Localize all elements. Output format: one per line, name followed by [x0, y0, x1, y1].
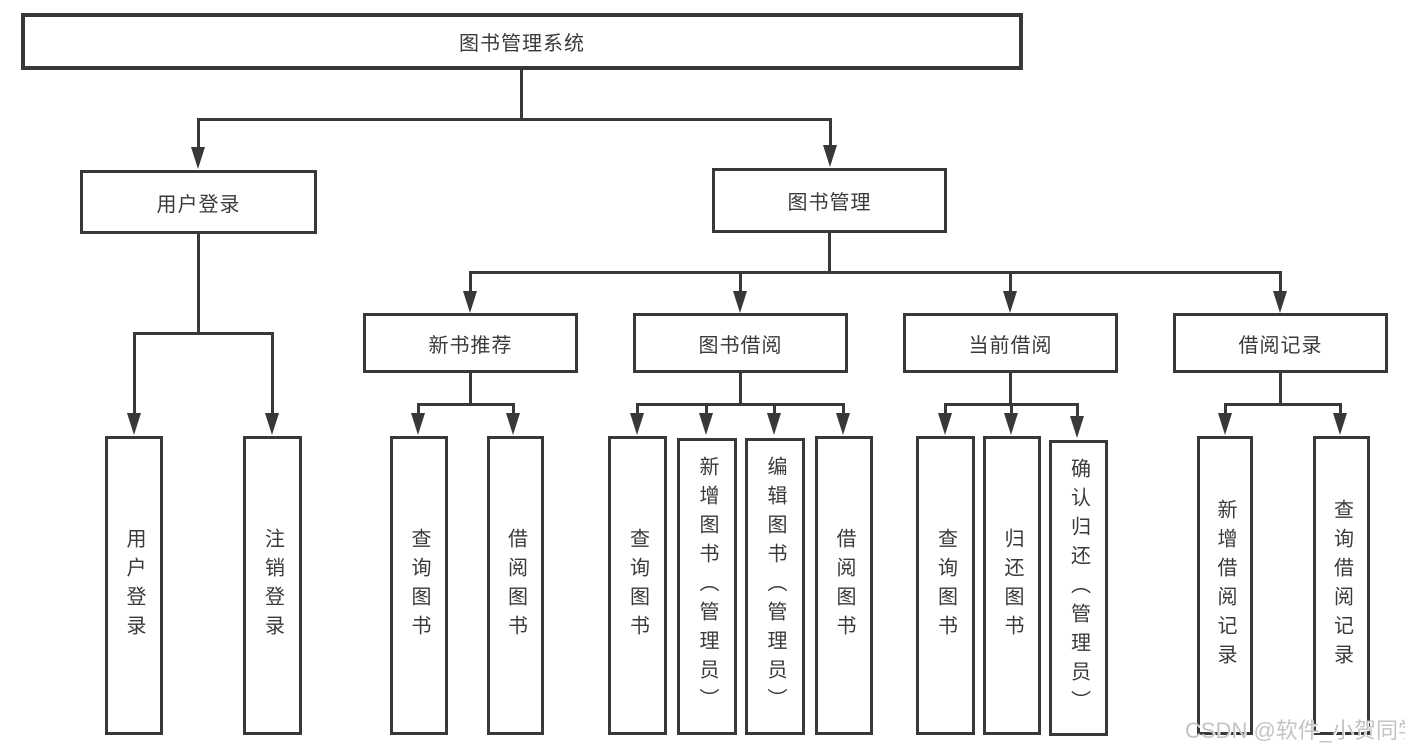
arrowhead-down	[1333, 413, 1347, 435]
connector-segment	[469, 271, 472, 293]
leaf-query-books-recommend: 查询图书	[390, 436, 448, 735]
watermark: CSDN @软件_小贺同学	[1185, 718, 1405, 743]
connector-segment	[133, 332, 136, 414]
arrowhead-down	[630, 413, 644, 435]
leaf-borrow-books-recommend: 借阅图书	[487, 436, 544, 735]
leaf-query-books-borrow: 查询图书	[608, 436, 667, 735]
connector-segment	[1009, 373, 1012, 406]
leaf-query-books-current-label: 查询图书	[934, 527, 957, 644]
arrowhead-down	[823, 145, 837, 167]
arrowhead-down	[1004, 413, 1018, 435]
leaf-borrow-books-label: 借阅图书	[833, 527, 855, 644]
arrowhead-down	[1273, 291, 1287, 313]
node-borrow-records: 借阅记录	[1173, 313, 1388, 373]
node-root: 图书管理系统	[21, 13, 1023, 70]
connector-segment	[636, 403, 845, 406]
arrowhead-down	[265, 413, 279, 435]
node-current-borrow-label: 当前借阅	[968, 334, 1053, 357]
leaf-borrow-books: 借阅图书	[815, 436, 873, 735]
arrowhead-down	[411, 413, 425, 435]
arrowhead-down	[1070, 416, 1084, 438]
connector-segment	[842, 403, 845, 416]
connector-segment	[1224, 403, 1227, 416]
leaf-add-book-admin: 新增图书（管理员）	[677, 438, 737, 735]
node-book-borrow-label: 图书借阅	[698, 334, 783, 357]
leaf-add-book-admin-label: 新增图书（管理员）	[696, 456, 718, 717]
connector-segment	[271, 332, 274, 414]
connector-segment	[469, 271, 1281, 274]
connector-segment	[197, 118, 832, 121]
leaf-add-borrow-record-label: 新增借阅记录	[1214, 498, 1236, 673]
node-root-label: 图书管理系统	[459, 33, 585, 55]
connector-segment	[1279, 271, 1282, 293]
connector-segment	[1279, 373, 1282, 406]
node-book-management: 图书管理	[712, 168, 947, 233]
connector-segment	[944, 403, 947, 416]
leaf-return-books-label: 归还图书	[1001, 527, 1023, 644]
leaf-logout-label: 注销登录	[261, 527, 284, 644]
connector-segment	[739, 373, 742, 406]
leaf-logout: 注销登录	[243, 436, 302, 735]
connector-segment	[197, 234, 200, 334]
leaf-query-borrow-record: 查询借阅记录	[1313, 436, 1370, 735]
leaf-query-books-current: 查询图书	[916, 436, 975, 735]
arrowhead-down	[767, 413, 781, 435]
connector-segment	[133, 332, 274, 335]
leaf-edit-book-admin: 编辑图书（管理员）	[745, 438, 805, 735]
leaf-user-login-label: 用户登录	[123, 527, 145, 644]
arrowhead-down	[191, 147, 205, 169]
node-user-login-label: 用户登录	[156, 193, 241, 216]
connector-segment	[739, 271, 742, 293]
node-book-management-label: 图书管理	[787, 192, 872, 214]
node-book-borrow: 图书借阅	[633, 313, 848, 373]
arrowhead-down	[1003, 291, 1017, 313]
connector-segment	[1009, 271, 1012, 293]
connector-segment	[197, 118, 200, 150]
leaf-query-borrow-record-label: 查询借阅记录	[1330, 498, 1353, 673]
leaf-borrow-books-recommend-label: 借阅图书	[504, 527, 527, 644]
leaf-add-borrow-record: 新增借阅记录	[1197, 436, 1253, 735]
arrowhead-down	[506, 413, 520, 435]
connector-segment	[1224, 403, 1342, 406]
connector-segment	[417, 403, 515, 406]
arrowhead-down	[463, 291, 477, 313]
connector-segment	[828, 233, 831, 274]
leaf-return-books: 归还图书	[983, 436, 1041, 735]
node-new-book-recommend-label: 新书推荐	[428, 334, 513, 357]
leaf-query-books-borrow-label: 查询图书	[626, 527, 649, 644]
connector-segment	[636, 403, 639, 416]
node-borrow-records-label: 借阅记录	[1238, 334, 1323, 357]
node-current-borrow: 当前借阅	[903, 313, 1118, 373]
connector-segment	[1076, 403, 1079, 418]
connector-segment	[520, 70, 523, 121]
connector-segment	[512, 403, 515, 416]
connector-segment	[773, 403, 776, 416]
leaf-edit-book-admin-label: 编辑图书（管理员）	[764, 456, 786, 717]
arrowhead-down	[733, 291, 747, 313]
leaf-user-login: 用户登录	[105, 436, 163, 735]
arrowhead-down	[127, 413, 141, 435]
connector-segment	[417, 403, 420, 416]
leaf-confirm-return-admin: 确认归还（管理员）	[1049, 440, 1108, 736]
arrowhead-down	[836, 413, 850, 435]
node-user-login: 用户登录	[80, 170, 317, 234]
connector-segment	[1010, 403, 1013, 416]
arrowhead-down	[1218, 413, 1232, 435]
arrowhead-down	[699, 413, 713, 435]
connector-segment	[705, 403, 708, 416]
node-new-book-recommend: 新书推荐	[363, 313, 578, 373]
connector-segment	[469, 373, 472, 406]
leaf-query-books-recommend-label: 查询图书	[408, 527, 430, 644]
connector-segment	[829, 118, 832, 148]
leaf-confirm-return-admin-label: 确认归还（管理员）	[1067, 457, 1090, 719]
arrowhead-down	[938, 413, 952, 435]
connector-segment	[1339, 403, 1342, 416]
